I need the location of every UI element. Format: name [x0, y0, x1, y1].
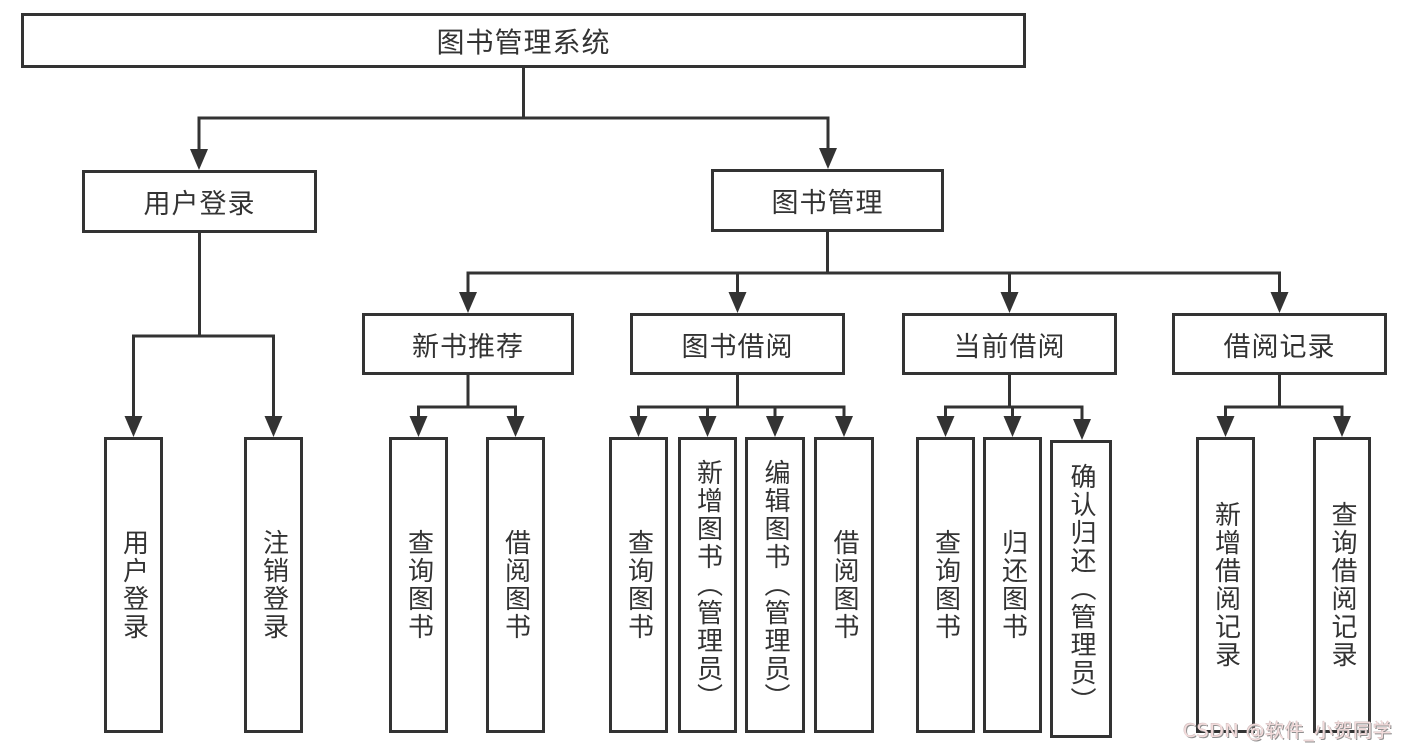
leaf-borrow-query-books-label: 查询图书 [623, 529, 654, 641]
leaf-return-books-label: 归还图书 [997, 529, 1028, 641]
node-borrow-records: 借阅记录 [1172, 313, 1387, 375]
leaf-recommend-query-books: 查询图书 [389, 437, 448, 733]
leaf-recommend-borrow-books-label: 借阅图书 [500, 529, 531, 641]
node-book-management-label: 图书管理 [771, 188, 884, 219]
leaf-user-login: 用户登录 [104, 437, 163, 733]
leaf-borrow-books-label: 借阅图书 [829, 529, 859, 641]
leaf-user-login-label: 用户登录 [118, 529, 149, 641]
leaf-current-query-books-label: 查询图书 [930, 529, 961, 641]
csdn-watermark: CSDN @软件_小贺同学 [1183, 720, 1393, 742]
node-book-management: 图书管理 [711, 169, 944, 232]
leaf-edit-books-admin-label: 编辑图书（管理员） [760, 459, 790, 711]
leaf-confirm-return-admin: 确认归还（管理员） [1050, 440, 1112, 738]
node-library-system: 图书管理系统 [21, 13, 1026, 68]
leaf-add-borrow-record-label: 新增借阅记录 [1210, 501, 1241, 669]
leaf-edit-books-admin: 编辑图书（管理员） [745, 437, 805, 733]
leaf-logout: 注销登录 [244, 437, 303, 733]
node-borrow-records-label: 借阅记录 [1223, 331, 1336, 363]
leaf-add-books-admin-label: 新增图书（管理员） [692, 459, 723, 711]
node-book-borrow: 图书借阅 [630, 313, 845, 375]
leaf-return-books: 归还图书 [983, 437, 1042, 733]
node-user-login-label: 用户登录 [143, 189, 256, 220]
node-current-borrow: 当前借阅 [902, 313, 1117, 375]
node-current-borrow-label: 当前借阅 [953, 331, 1066, 363]
leaf-query-borrow-record: 查询借阅记录 [1313, 437, 1371, 733]
node-new-book-recommend: 新书推荐 [362, 313, 574, 375]
leaf-query-borrow-record-label: 查询借阅记录 [1327, 501, 1357, 669]
leaf-confirm-return-admin-label: 确认归还（管理员） [1066, 463, 1096, 715]
node-book-borrow-label: 图书借阅 [681, 331, 794, 363]
leaf-logout-label: 注销登录 [258, 529, 289, 641]
leaf-current-query-books: 查询图书 [916, 437, 975, 733]
leaf-recommend-query-books-label: 查询图书 [403, 529, 434, 641]
leaf-add-books-admin: 新增图书（管理员） [678, 437, 737, 733]
node-library-system-label: 图书管理系统 [436, 25, 611, 59]
node-new-book-recommend-label: 新书推荐 [412, 331, 524, 363]
leaf-borrow-books: 借阅图书 [814, 437, 874, 733]
leaf-add-borrow-record: 新增借阅记录 [1196, 437, 1255, 733]
node-user-login: 用户登录 [82, 170, 317, 233]
leaf-borrow-query-books: 查询图书 [609, 437, 668, 733]
leaf-recommend-borrow-books: 借阅图书 [486, 437, 545, 733]
